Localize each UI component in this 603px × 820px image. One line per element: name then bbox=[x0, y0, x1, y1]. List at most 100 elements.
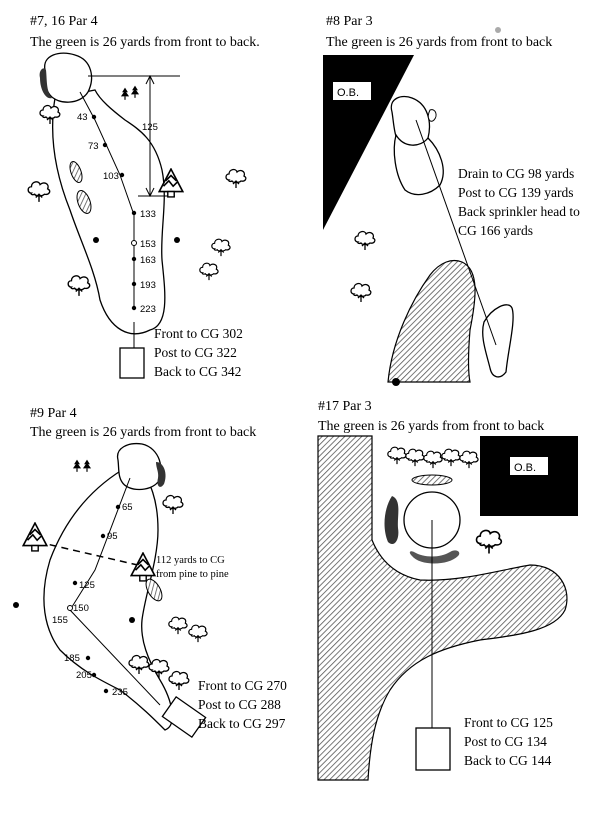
yardage-marker bbox=[91, 672, 97, 678]
distance-drain: Drain to CG 98 yards bbox=[458, 166, 574, 181]
hole-title: #9 Par 4 bbox=[30, 406, 77, 421]
yardage-label: 73 bbox=[88, 141, 99, 152]
ob-label: O.B. bbox=[514, 462, 536, 474]
hole-9: #9 Par 4 The green is 26 yards from fron… bbox=[13, 406, 287, 739]
sprinkler-head-icon bbox=[129, 617, 135, 623]
yardage-label: 155 bbox=[52, 615, 68, 626]
pine-tree-icon bbox=[72, 459, 82, 472]
yardage-label: 163 bbox=[140, 255, 156, 266]
yardage-label: 95 bbox=[107, 531, 118, 542]
hole-7-16: #7, 16 Par 4 The green is 26 yards from … bbox=[27, 14, 260, 379]
distance-back: Back to CG 342 bbox=[154, 364, 241, 379]
pine-tree-icon bbox=[82, 459, 92, 472]
deciduous-tree-icon bbox=[225, 168, 247, 189]
yardage-label: 65 bbox=[122, 502, 133, 513]
deciduous-tree-icon bbox=[27, 181, 51, 203]
distance-list: Front to CG 125 Post to CG 134 Back to C… bbox=[464, 715, 553, 768]
deciduous-tree-icon bbox=[162, 494, 184, 515]
ob-label-box bbox=[333, 82, 371, 100]
green bbox=[116, 442, 162, 491]
yardage-marker bbox=[102, 142, 108, 148]
approach bbox=[393, 133, 444, 196]
sprinkler-head-icon bbox=[131, 240, 137, 246]
yardage-label: 223 bbox=[140, 304, 156, 315]
hole-subtitle: The green is 26 yards from front to back bbox=[318, 419, 544, 434]
waste-bunker bbox=[387, 259, 476, 383]
distance-post: Post to CG 288 bbox=[198, 697, 281, 712]
distance-sprinkler-cont: CG 166 yards bbox=[458, 223, 533, 238]
fairway bbox=[52, 89, 166, 335]
distance-list: Front to CG 302 Post to CG 322 Back to C… bbox=[154, 326, 243, 379]
yardage-marker bbox=[119, 172, 125, 178]
deciduous-tree-icon bbox=[168, 616, 188, 635]
hole-subtitle: The green is 26 yards from front to back bbox=[326, 35, 552, 50]
distance-post: Post to CG 139 yards bbox=[458, 185, 574, 200]
deciduous-tree-icon bbox=[199, 262, 219, 281]
distance-list: Drain to CG 98 yards Post to CG 139 yard… bbox=[458, 166, 580, 238]
hole-subtitle: The green is 26 yards from front to back bbox=[30, 425, 256, 440]
yardage-label: 133 bbox=[140, 209, 156, 220]
tee-box-icon bbox=[415, 727, 451, 771]
distance-front: Front to CG 125 bbox=[464, 715, 553, 730]
out-of-bounds-area bbox=[480, 436, 578, 516]
pine-tree-icon bbox=[120, 87, 130, 100]
tee-box-icon bbox=[161, 695, 207, 739]
tee-box-icon bbox=[119, 347, 145, 379]
deciduous-tree-icon bbox=[211, 238, 231, 257]
sprinkler-head-icon bbox=[174, 237, 180, 243]
deciduous-tree-icon bbox=[475, 529, 503, 555]
yardage-label: 193 bbox=[140, 280, 156, 291]
hole-17: #17 Par 3 The green is 26 yards from fro… bbox=[317, 399, 578, 781]
bunker-left bbox=[384, 496, 399, 545]
pine-tree-icon bbox=[130, 85, 140, 98]
measure-label: 125 bbox=[142, 122, 158, 133]
hole-title: #7, 16 Par 4 bbox=[30, 14, 98, 29]
deciduous-tree-icon bbox=[168, 670, 190, 691]
bunker bbox=[76, 190, 92, 214]
waste-area bbox=[317, 435, 568, 781]
ob-label-box bbox=[510, 457, 548, 475]
distance-post: Post to CG 322 bbox=[154, 345, 237, 360]
sprinkler-head-icon bbox=[67, 605, 73, 611]
yardage-marker bbox=[100, 533, 106, 539]
bunker-right bbox=[156, 462, 166, 487]
bunker bbox=[69, 161, 83, 183]
yardage-markers: 43 73 103 133 153 163 193 223 bbox=[77, 112, 156, 315]
yardage-label: 235 bbox=[112, 687, 128, 698]
pine-tree-icon bbox=[22, 522, 48, 552]
note-line: 112 yards to CG bbox=[156, 555, 225, 566]
yardage-marker bbox=[103, 688, 109, 694]
sprinkler-head-icon bbox=[13, 602, 19, 608]
yardage-label: 205 bbox=[76, 670, 92, 681]
deciduous-tree-icon bbox=[405, 448, 425, 467]
deciduous-tree-icon bbox=[423, 450, 443, 469]
bunker bbox=[145, 578, 163, 602]
hole-title: #8 Par 3 bbox=[326, 14, 373, 29]
deciduous-tree-icon bbox=[441, 448, 461, 467]
green bbox=[44, 52, 93, 103]
distance-sprinkler: Back sprinkler head to bbox=[458, 204, 580, 219]
fairway-bunker bbox=[482, 304, 514, 378]
deciduous-tree-icon bbox=[459, 450, 479, 469]
bunker-front bbox=[409, 550, 460, 564]
yardage-markers: 65 95 125 150 155 185 205 235 bbox=[52, 502, 133, 698]
center-line bbox=[69, 477, 161, 706]
yardage-marker bbox=[131, 210, 137, 216]
note-line: from pine to pine bbox=[156, 569, 229, 580]
yardage-marker bbox=[91, 114, 97, 120]
deciduous-tree-icon bbox=[67, 275, 91, 297]
yardage-marker bbox=[131, 281, 137, 287]
yardage-label: 103 bbox=[103, 171, 119, 182]
yardage-marker bbox=[131, 305, 137, 311]
yardage-marker bbox=[131, 256, 137, 262]
distance-list: Front to CG 270 Post to CG 288 Back to C… bbox=[198, 678, 287, 731]
yardage-label: 125 bbox=[79, 580, 95, 591]
sprinkler-head-icon bbox=[93, 237, 99, 243]
ob-label: O.B. bbox=[337, 87, 359, 99]
deciduous-tree-icon bbox=[387, 446, 407, 465]
yardage-label: 185 bbox=[64, 653, 80, 664]
hole-8: #8 Par 3 The green is 26 yards from fron… bbox=[323, 14, 580, 386]
center-line bbox=[415, 119, 497, 346]
